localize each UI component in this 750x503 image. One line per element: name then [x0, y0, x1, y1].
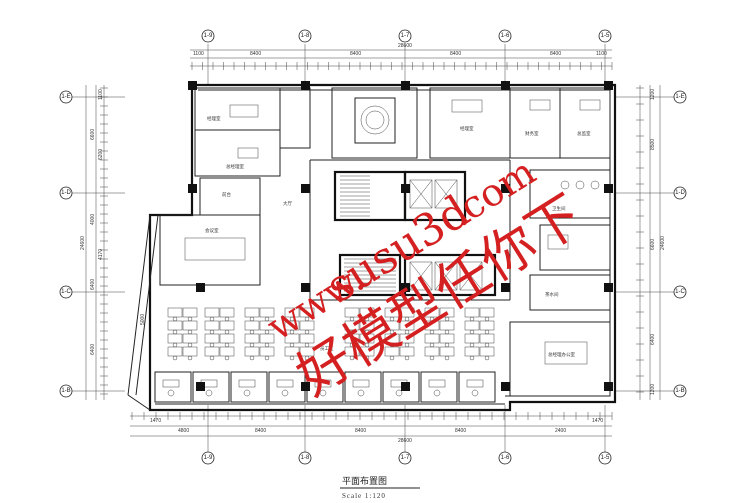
- left-span-3: 6400: [90, 279, 96, 290]
- grid-bubbles-right: 1-E 1-D 1-C 1-B: [615, 90, 687, 398]
- grid-bottom-5: 1-5: [601, 455, 610, 461]
- left-extra-3: 4170: [98, 249, 104, 260]
- grid-right-2: 1-D: [675, 190, 685, 196]
- drawing-title: 平面布置图: [342, 475, 387, 486]
- drawing-scale: Scale 1:120: [342, 492, 386, 500]
- bottom-span-2: 8400: [255, 428, 266, 434]
- structural-columns: [188, 81, 613, 391]
- room-partitions: [154, 87, 611, 403]
- grid-bubbles-bottom: 1-9 1-8 1-7 1-6 1-5: [201, 405, 612, 465]
- room-label-reception: 前台: [222, 191, 231, 198]
- right-span-1: 8500: [650, 139, 656, 150]
- room-label-lobby: 大厅: [283, 200, 292, 207]
- grid-top-5: 1-5: [601, 33, 610, 39]
- room-label-big-office: 总经理办公室: [548, 351, 575, 358]
- grid-bottom-3: 1-7: [401, 455, 410, 461]
- room-label-meeting: 会议室: [205, 227, 219, 234]
- right-end-2: 1200: [650, 384, 656, 395]
- top-dimension-lines: 28600 8400 8400 8400 8400 1100 1100: [190, 43, 613, 70]
- grid-right-1: 1-E: [675, 94, 684, 100]
- bottom-dimension-lines: 4800 8400 8400 8400 2400 28600 1470 1470: [130, 412, 613, 444]
- bottom-right-end: 1470: [592, 418, 603, 424]
- top-span-4: 8400: [550, 51, 561, 57]
- grid-bubbles-left: 1-E 1-D 1-C 1-B: [59, 90, 125, 398]
- right-span-3: 6400: [650, 334, 656, 345]
- grid-top-1: 1-9: [204, 33, 213, 39]
- left-extra-1: 1100: [98, 89, 104, 100]
- top-right-end: 1100: [596, 51, 607, 57]
- room-labels: 经理室 总经理室 会议室 前台 大厅 经理室 财务室 总监室 卫生间 茶水间 总…: [205, 115, 591, 358]
- grid-bottom-2: 1-8: [301, 455, 310, 461]
- drawing-title-block: 平面布置图 Scale 1:120: [340, 475, 420, 500]
- bottom-span-1: 4800: [178, 428, 189, 434]
- bottom-left-end: 1470: [150, 418, 161, 424]
- left-span-1: 6600: [90, 129, 96, 140]
- grid-left-3: 1-C: [61, 289, 71, 295]
- top-span-2: 8400: [350, 51, 361, 57]
- right-end-1: 1200: [650, 89, 656, 100]
- top-left-end: 1100: [193, 51, 204, 57]
- left-extra-2: 6200: [98, 149, 104, 160]
- grid-bottom-4: 1-6: [501, 455, 510, 461]
- grid-top-3: 1-7: [401, 33, 410, 39]
- watermark: www. susu3d .com 好模型任你下: [259, 149, 594, 408]
- room-label-office-e: 总监室: [577, 130, 591, 136]
- right-dimension-lines: 24600 8500 6600 6400 1200 1200: [636, 85, 666, 400]
- left-span-2: 4000: [90, 214, 96, 225]
- left-dimension-lines: 24600 6600 4000 6400 6400 1100 6200 4170…: [80, 85, 146, 400]
- grid-top-2: 1-8: [301, 33, 310, 39]
- office-furniture: [229, 99, 601, 250]
- room-label-office-b: 总经理室: [226, 163, 244, 169]
- top-span-1: 8400: [250, 51, 261, 57]
- left-extra-4: 5000: [140, 314, 146, 325]
- right-overall-dim: 24600: [660, 236, 666, 250]
- grid-left-1: 1-E: [61, 94, 70, 100]
- bottom-span-3: 8400: [355, 428, 366, 434]
- room-label-staff: 员工区: [320, 346, 334, 352]
- bottom-span-5: 2400: [555, 428, 566, 434]
- bottom-span-4: 8400: [455, 428, 466, 434]
- room-label-toilet: 卫生间: [552, 205, 566, 212]
- room-label-office-c: 经理室: [460, 125, 474, 131]
- left-span-4: 6400: [90, 344, 96, 355]
- right-span-2: 6600: [650, 239, 656, 250]
- room-label-pantry: 茶水间: [545, 291, 559, 298]
- grid-right-4: 1-B: [675, 388, 684, 394]
- left-overall-dim: 24600: [80, 236, 86, 250]
- grid-right-3: 1-C: [675, 289, 685, 295]
- workstation-desks: [167, 307, 495, 361]
- room-label-office-d: 财务室: [525, 130, 539, 137]
- top-span-3: 8400: [450, 51, 461, 57]
- grid-top-4: 1-6: [501, 33, 510, 39]
- grid-left-4: 1-B: [61, 388, 70, 394]
- grid-bottom-1: 1-9: [204, 455, 213, 461]
- grid-left-2: 1-D: [61, 190, 71, 196]
- grid-bubbles-top: 1-9 1-8 1-7 1-6 1-5: [201, 29, 612, 85]
- room-label-office-a: 经理室: [207, 115, 221, 121]
